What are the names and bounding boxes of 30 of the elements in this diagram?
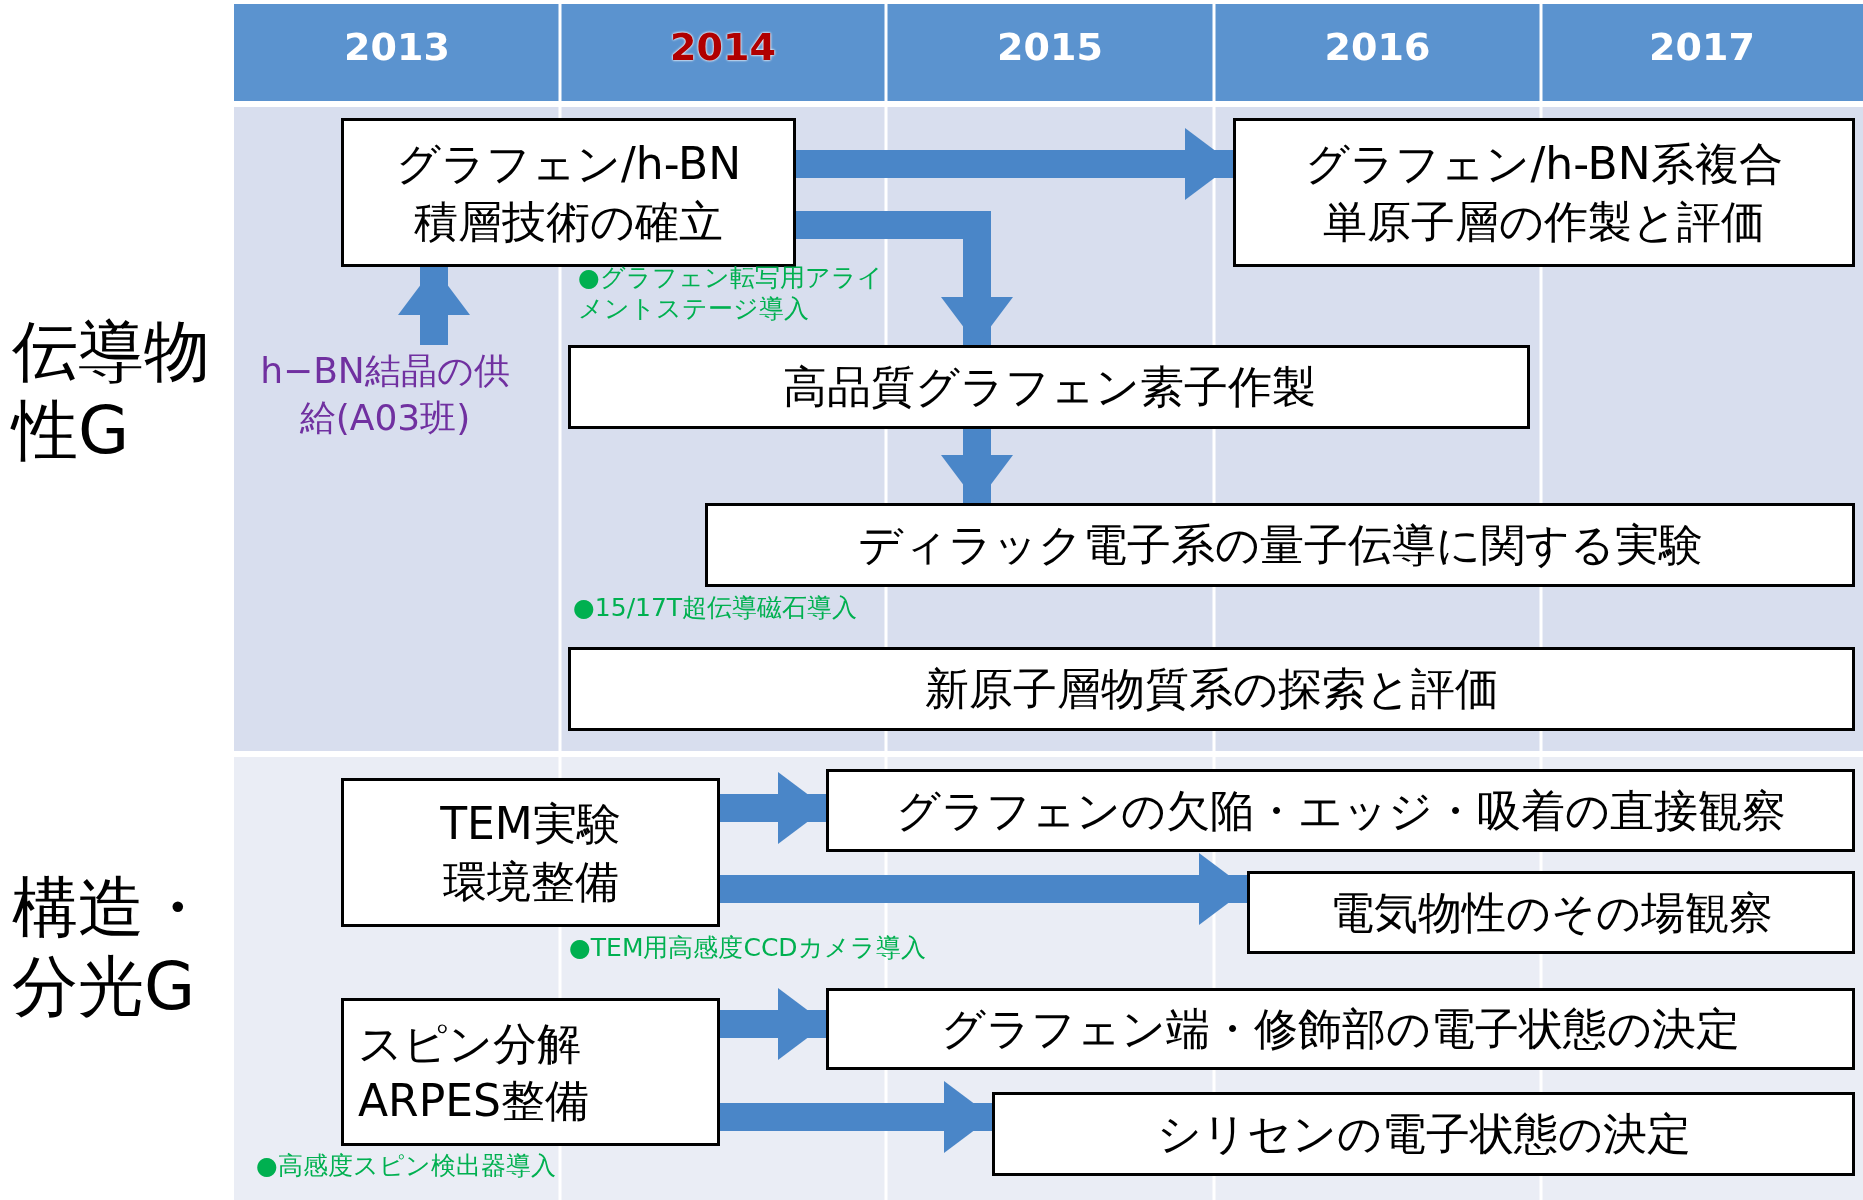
- block-arrow: [796, 211, 1013, 345]
- process-box: 高品質グラフェン素子作製: [568, 345, 1530, 429]
- process-box: グラフェンの欠陥・エッジ・吸着の直接観察: [826, 769, 1855, 852]
- block-arrow: [720, 1081, 992, 1153]
- block-arrow: [796, 128, 1233, 200]
- block-arrow: [720, 853, 1247, 925]
- year-label: 2013: [343, 24, 451, 71]
- note-text: ●TEM用高感度CCDカメラ導入: [569, 932, 927, 964]
- process-box: 電気物性のその場観察: [1247, 871, 1855, 954]
- process-box: TEM実験環境整備: [341, 778, 720, 927]
- process-box: グラフェン/h-BN積層技術の確立: [341, 118, 796, 267]
- group-label: 伝導物性G: [12, 312, 210, 471]
- year-label: 2014: [669, 24, 777, 71]
- process-box: 新原子層物質系の探索と評価: [568, 647, 1855, 731]
- year-label: 2017: [1648, 24, 1756, 71]
- process-box: シリセンの電子状態の決定: [992, 1092, 1855, 1176]
- note-text: ●高感度スピン検出器導入: [256, 1150, 557, 1182]
- block-arrow: [398, 267, 470, 345]
- process-box: グラフェン/h-BN系複合単原子層の作製と評価: [1233, 118, 1855, 267]
- process-box: スピン分解ARPES整備: [341, 998, 720, 1146]
- block-arrow: [720, 988, 826, 1060]
- note-text: ●15/17T超伝導磁石導入: [573, 592, 859, 624]
- year-label: 2015: [996, 24, 1104, 71]
- group-label: 構造・分光G: [12, 868, 211, 1027]
- block-arrow: [941, 429, 1013, 503]
- supply-note: h−BN結晶の供給(A03班): [245, 345, 525, 445]
- process-box: ディラック電子系の量子伝導に関する実験: [705, 503, 1855, 587]
- block-arrow: [720, 772, 826, 844]
- year-label: 2016: [1323, 24, 1432, 71]
- process-box: グラフェン端・修飾部の電子状態の決定: [826, 988, 1855, 1070]
